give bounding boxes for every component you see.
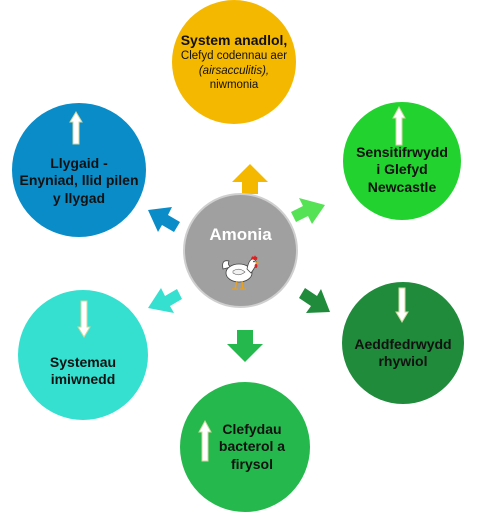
node-sw-line1: Systemau — [49, 353, 117, 370]
node-sw-line2: imiwnedd — [50, 371, 116, 387]
node-bottom-line2: bacterol a — [218, 438, 286, 455]
node-se-line2: rhywiol — [378, 353, 428, 369]
up-arrow-icon — [198, 420, 212, 462]
node-respiratory-system: System anadlol, Clefyd codennau aer (air… — [172, 0, 296, 124]
arrow-to-bottom — [227, 330, 263, 362]
node-bottom-line3: firysol — [230, 455, 273, 472]
node-bottom-line1: Clefydau — [222, 420, 282, 437]
arrow-to-se — [299, 288, 330, 313]
node-top-title: System anadlol, — [180, 31, 288, 48]
node-nw-line3: y llygad — [52, 189, 106, 206]
node-top-line2: Clefyd codennau aer — [180, 50, 288, 63]
node-ne-line3: Newcastle — [367, 178, 437, 195]
arrow-to-sw — [148, 288, 182, 313]
up-arrow-icon — [392, 106, 406, 146]
node-ne-line1: Sensitifrwydd — [356, 143, 448, 160]
center-ammonia-node: Amonia — [183, 193, 298, 308]
node-eyes: Llygaid - Enyniad, llid pilen y llygad — [12, 103, 146, 237]
node-ne-line2: i Glefyd — [376, 161, 428, 178]
down-arrow-icon — [395, 287, 409, 323]
node-nw-line1: Llygaid - — [50, 154, 108, 171]
center-title: Amonia — [209, 225, 272, 244]
arrow-to-nw — [148, 207, 180, 232]
node-nw-line2: Enyniad, llid pilen — [19, 172, 139, 189]
arrow-to-top — [232, 164, 268, 194]
node-top-line4: niwmonia — [209, 78, 259, 91]
down-arrow-icon — [77, 300, 91, 338]
arrow-to-ne — [291, 198, 325, 224]
up-arrow-icon — [69, 111, 83, 145]
chicken-icon — [221, 255, 260, 290]
node-top-line3: (airsacculitis), — [198, 64, 270, 77]
node-se-line1: Aeddfedrwydd — [354, 335, 452, 352]
